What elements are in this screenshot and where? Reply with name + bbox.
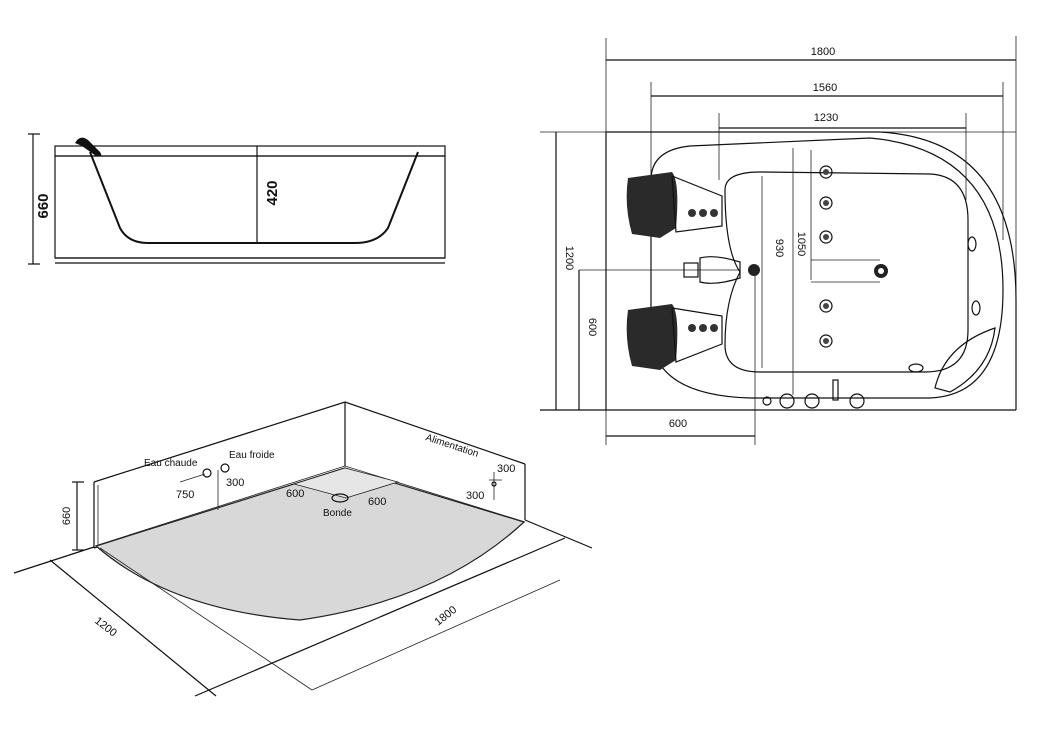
floor-width-dim: 1200 (92, 615, 119, 640)
jet-icon (823, 338, 829, 344)
basin-inner-seat (724, 171, 969, 373)
knob-icon (779, 393, 795, 409)
supply-label: Alimentation (424, 432, 480, 459)
floor-area (94, 467, 526, 621)
hot-water-label: Eau chaude (144, 458, 198, 469)
jet-icon (688, 209, 696, 217)
jet-icon (971, 300, 981, 316)
jet-icon (688, 324, 696, 332)
drain-icon (748, 264, 760, 276)
top-bottom-offset: 600 (669, 418, 687, 430)
headrest-lower-icon (626, 304, 678, 370)
basin-height-a: 930 (773, 239, 785, 257)
supply-dim-a: 300 (497, 463, 515, 475)
floor-length-dim: 1800 (432, 604, 459, 629)
corner-seat (934, 327, 996, 393)
headrest-upper-icon (626, 172, 678, 238)
knob-icon (762, 396, 772, 406)
side-height-label: 660 (35, 193, 52, 218)
jet-icon (823, 234, 829, 240)
knob-icon (849, 393, 865, 409)
basin-height-b: 1050 (795, 232, 807, 256)
supply-icon (491, 481, 497, 487)
top-view: 1800 1560 1230 1200 600 600 930 1050 (540, 36, 1017, 445)
top-width-basin: 1230 (814, 112, 838, 124)
top-view-outline (606, 131, 1017, 410)
cold-water-valve-icon (220, 463, 230, 473)
cold-height-dim: 300 (226, 477, 244, 489)
floor-plan: 660 Eau chaude Eau froide 750 300 600 60… (13, 401, 593, 697)
top-height-offset: 600 (586, 318, 598, 336)
supply-dim-b: 300 (466, 490, 484, 502)
jet-icon (967, 236, 977, 252)
wall-height-dim: 660 (61, 507, 73, 525)
top-height-total: 1200 (563, 246, 575, 270)
side-view-rim (54, 145, 446, 157)
knob-icon (804, 393, 820, 409)
wall-top-edge (93, 401, 526, 483)
jet-icon (710, 324, 718, 332)
basin-outer-shell (650, 137, 1004, 399)
top-width-inner: 1560 (813, 82, 837, 94)
jet-icon (823, 169, 829, 175)
side-view-basin (89, 151, 419, 244)
drain-icon (331, 493, 349, 503)
cold-water-label: Eau froide (229, 450, 275, 461)
faucet-icon (75, 137, 102, 157)
jet-icon (699, 209, 707, 217)
jet-icon (823, 200, 829, 206)
overflow-icon (683, 262, 699, 278)
jet-icon (710, 209, 718, 217)
side-view: 660 420 (28, 133, 446, 265)
drain-left-dim: 600 (286, 488, 304, 500)
drain-label: Bonde (323, 508, 352, 519)
drain-zone (292, 467, 400, 499)
handle-icon (832, 379, 839, 401)
hot-water-valve-icon (202, 468, 212, 478)
hot-offset-dim: 750 (176, 489, 194, 501)
jet-icon (699, 324, 707, 332)
jet-icon (908, 363, 924, 373)
side-depth-label: 420 (264, 180, 281, 205)
top-width-total: 1800 (811, 46, 835, 58)
jet-icon (823, 303, 829, 309)
drain-right-dim: 600 (368, 496, 386, 508)
